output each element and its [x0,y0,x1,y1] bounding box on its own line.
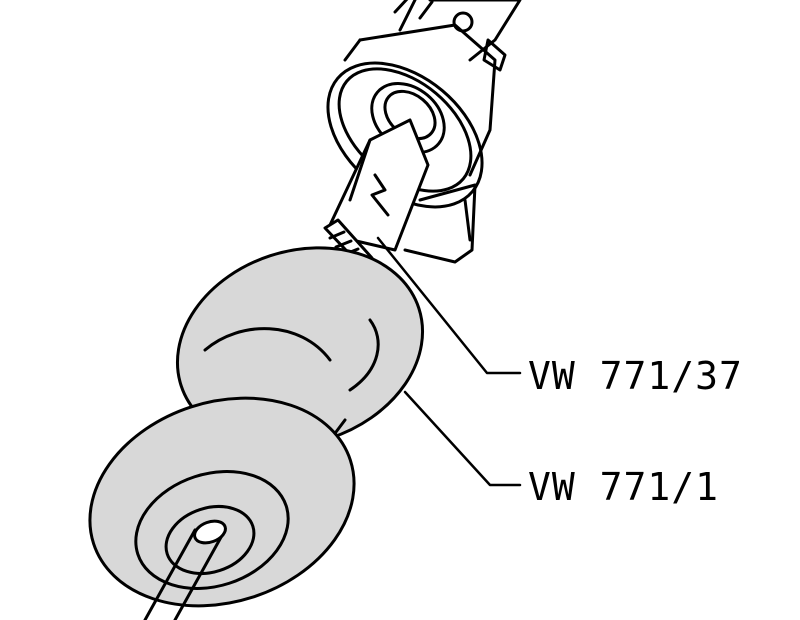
callout-label-vw-771-1: VW 771/1 [528,465,720,509]
adapter-vw-771-37 [323,118,430,267]
hammer-shaft [143,519,227,620]
leader-line-vw-771-37 [376,236,522,375]
housing-assembly [326,0,522,264]
callout-label-vw-771-37: VW 771/37 [528,354,743,398]
leader-lines [376,236,522,487]
leader-line-vw-771-1 [403,390,522,487]
